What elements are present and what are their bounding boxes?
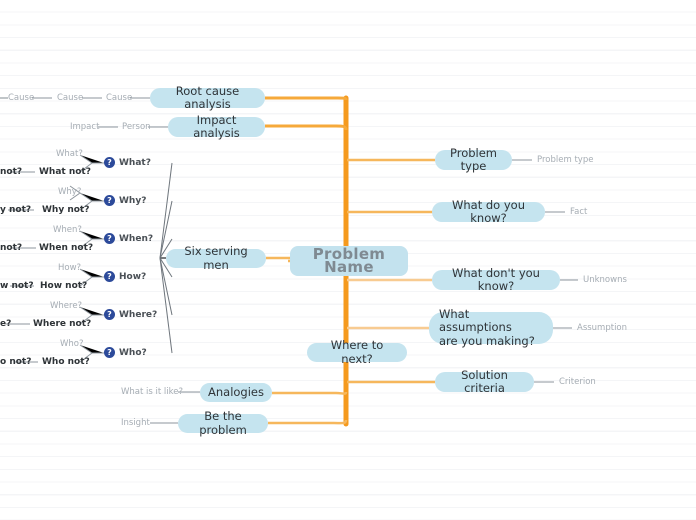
- clipped-label-how-not: w not?: [0, 281, 34, 291]
- tail-label-problem-type: Problem type: [537, 155, 594, 165]
- node-solution-criteria[interactable]: Solution criteria: [435, 368, 534, 395]
- tail-label-criterion: Criterion: [559, 377, 596, 387]
- alt-label-what: What?: [56, 149, 83, 159]
- alt-label-when: When?: [53, 225, 82, 235]
- node-six-serving-men[interactable]: Six serving men: [166, 244, 266, 271]
- question-icon: ?: [104, 309, 115, 320]
- tail-label-fact: Fact: [570, 207, 588, 217]
- serving-man-what[interactable]: ? What?: [104, 157, 151, 168]
- question-icon: ?: [104, 157, 115, 168]
- node-what-dont-you-know[interactable]: What don't you know?: [432, 266, 560, 293]
- chain-label-person: Person: [122, 122, 151, 132]
- center-node[interactable]: Problem Name: [290, 246, 408, 276]
- negative-label-why-not: Why not?: [42, 205, 90, 215]
- node-root-cause-analysis[interactable]: Root cause analysis: [150, 84, 265, 111]
- chain-label-cause-2: Cause: [57, 93, 84, 103]
- chain-label-cause-1: Cause: [8, 93, 35, 103]
- serving-man-label: What?: [119, 157, 151, 168]
- question-icon: ?: [104, 347, 115, 358]
- serving-man-label: Why?: [119, 195, 147, 206]
- alt-label-who: Who?: [60, 339, 84, 349]
- clipped-label-who-not: o not?: [0, 357, 32, 367]
- tail-label-assumption: Assumption: [577, 323, 628, 333]
- clipped-label-where-not: e?: [0, 319, 12, 329]
- serving-man-where[interactable]: ? Where?: [104, 309, 157, 320]
- serving-man-label: How?: [119, 271, 147, 282]
- alt-label-why: Why?: [58, 187, 82, 197]
- negative-label-what-not: What not?: [39, 167, 91, 177]
- chain-label-what-is-it-like: What is it like?: [121, 387, 184, 397]
- serving-man-who[interactable]: ? Who?: [104, 347, 147, 358]
- serving-man-label: Who?: [119, 347, 147, 358]
- chain-label-impact: Impact: [70, 122, 100, 132]
- negative-label-how-not: How not?: [40, 281, 88, 291]
- serving-man-label: When?: [119, 233, 154, 244]
- node-what-assumptions[interactable]: What assumptions are you making?: [429, 307, 553, 348]
- serving-man-when[interactable]: ? When?: [104, 233, 153, 244]
- node-problem-type[interactable]: Problem type: [435, 146, 512, 173]
- serving-man-why[interactable]: ? Why?: [104, 195, 146, 206]
- negative-label-when-not: When not?: [39, 243, 94, 253]
- alt-label-how: How?: [58, 263, 82, 273]
- question-icon: ?: [104, 195, 115, 206]
- question-icon: ?: [104, 271, 115, 282]
- question-icon: ?: [104, 233, 115, 244]
- serving-man-how[interactable]: ? How?: [104, 271, 146, 282]
- tail-label-unknowns: Unknowns: [583, 275, 627, 285]
- node-where-to-next[interactable]: Where to next?: [307, 338, 407, 365]
- chain-label-cause-3: Cause: [106, 93, 133, 103]
- negative-label-where-not: Where not?: [33, 319, 92, 329]
- node-what-do-you-know[interactable]: What do you know?: [432, 198, 545, 225]
- negative-label-who-not: Who not?: [42, 357, 90, 367]
- clipped-label-why-not: y not?: [0, 205, 32, 215]
- chain-label-insight: Insight: [121, 418, 150, 428]
- clipped-label-what-not: not?: [0, 167, 23, 177]
- alt-label-where: Where?: [50, 301, 83, 311]
- serving-man-label: Where?: [119, 309, 158, 320]
- node-be-the-problem[interactable]: Be the problem: [178, 409, 268, 436]
- node-analogies[interactable]: Analogies: [200, 383, 272, 402]
- clipped-label-when-not: not?: [0, 243, 23, 253]
- node-impact-analysis[interactable]: Impact analysis: [168, 113, 265, 140]
